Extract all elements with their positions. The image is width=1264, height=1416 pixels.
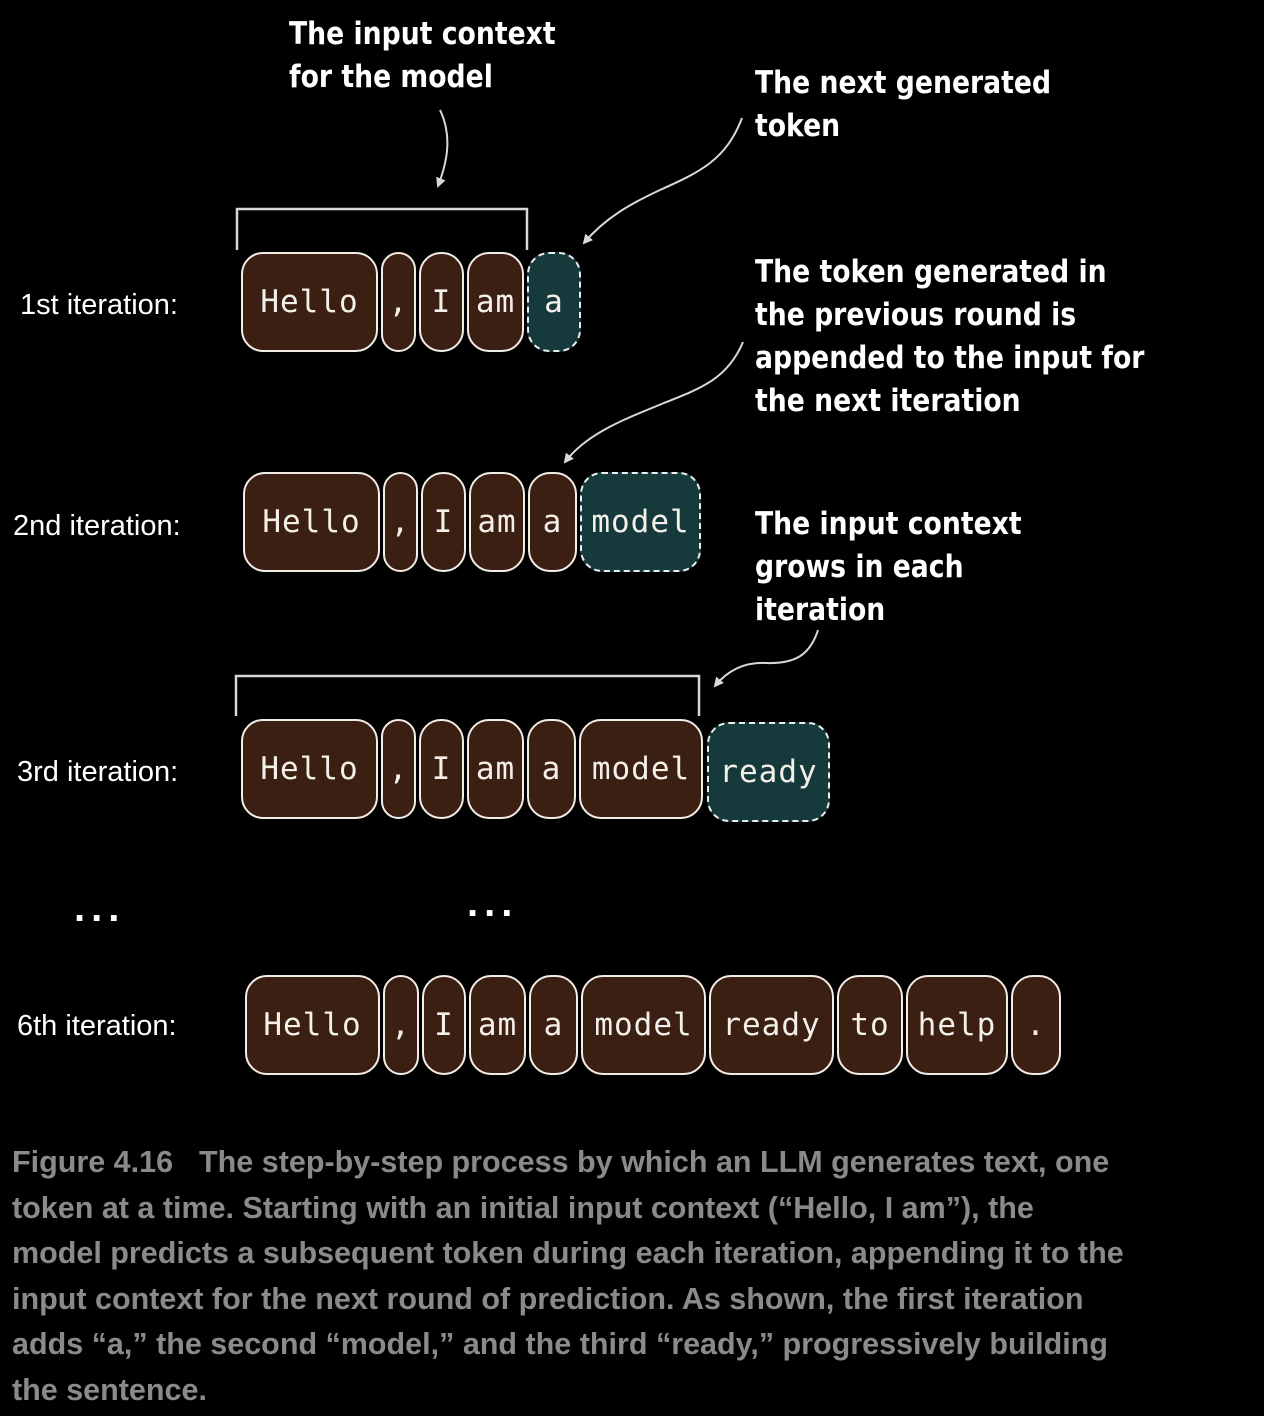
generated-token: model <box>580 472 701 572</box>
annotation-appended: The token generated in the previous roun… <box>755 251 1144 423</box>
token: to <box>837 975 903 1075</box>
token: a <box>528 472 577 572</box>
caption-line: adds “a,” the second “model,” and the th… <box>12 1327 1108 1361</box>
caption-text: The step-by-step process by which an LLM… <box>199 1145 1110 1179</box>
token: model <box>581 975 706 1075</box>
bracket-row3 <box>234 674 701 716</box>
annotation-line: iteration <box>755 592 886 628</box>
token: I <box>419 719 464 819</box>
annotation-input-context: The input context for the model <box>289 13 556 99</box>
annotation-next-token: The next generated token <box>755 62 1051 148</box>
ellipsis-left: ... <box>74 886 126 930</box>
connector-layer <box>234 109 819 716</box>
token: , <box>381 719 416 819</box>
annotation-line: the next iteration <box>755 383 1021 419</box>
token: I <box>419 252 464 352</box>
token: , <box>381 252 416 352</box>
token: ready <box>709 975 834 1075</box>
token: a <box>527 719 576 819</box>
token: am <box>467 719 524 819</box>
row-label-3rd: 3rd iteration: <box>17 756 179 788</box>
annotation-line: grows in each <box>755 549 964 585</box>
generated-token: a <box>527 252 581 352</box>
arrow-grows <box>713 629 819 688</box>
row-label-1st: 1st iteration: <box>20 289 178 321</box>
ellipsis-center: ... <box>467 881 519 925</box>
token: . <box>1011 975 1061 1075</box>
caption-line: input context for the next round of pred… <box>12 1281 1084 1316</box>
token: Hello <box>245 975 380 1075</box>
annotation-line: The next generated <box>755 65 1052 101</box>
token: am <box>467 252 524 352</box>
caption-line: Figure 4.16 The step-by-step process by w… <box>12 1140 1252 1186</box>
annotation-line: token <box>755 108 841 144</box>
token: a <box>529 975 578 1075</box>
annotation-line: The input context <box>289 16 556 52</box>
caption-line: the sentence. <box>12 1372 207 1407</box>
annotation-line: for the model <box>289 59 493 95</box>
annotation-grows: The input context grows in each iteratio… <box>755 503 1022 632</box>
annotation-line: The token generated in <box>755 254 1107 290</box>
token: , <box>383 472 418 572</box>
caption-line: model predicts a subsequent token during… <box>12 1236 1124 1270</box>
annotation-line: appended to the input for <box>755 340 1145 376</box>
token: model <box>579 719 703 819</box>
token: Hello <box>243 472 380 572</box>
token: am <box>469 975 526 1075</box>
bracket-row1 <box>235 207 529 250</box>
arrow-appended <box>563 341 744 464</box>
generated-token: ready <box>707 722 830 822</box>
token: I <box>421 472 466 572</box>
figure-label: Figure 4.16 <box>12 1145 174 1179</box>
caption-line: token at a time. Starting with an initia… <box>12 1190 1034 1225</box>
arrow-input-context <box>436 109 449 188</box>
token: I <box>422 975 466 1075</box>
token: , <box>383 975 419 1075</box>
arrow-next-token <box>582 117 743 245</box>
annotation-line: the previous round is <box>755 297 1077 333</box>
row-label-6th: 6th iteration: <box>17 1010 177 1042</box>
row-label-2nd: 2nd iteration: <box>13 510 181 542</box>
token: Hello <box>241 252 378 352</box>
token: am <box>469 472 525 572</box>
token: Hello <box>241 719 378 819</box>
annotation-line: The input context <box>755 506 1022 542</box>
figure-caption: Figure 4.16 The step-by-step process by w… <box>12 1140 1252 1413</box>
token: help <box>906 975 1008 1075</box>
